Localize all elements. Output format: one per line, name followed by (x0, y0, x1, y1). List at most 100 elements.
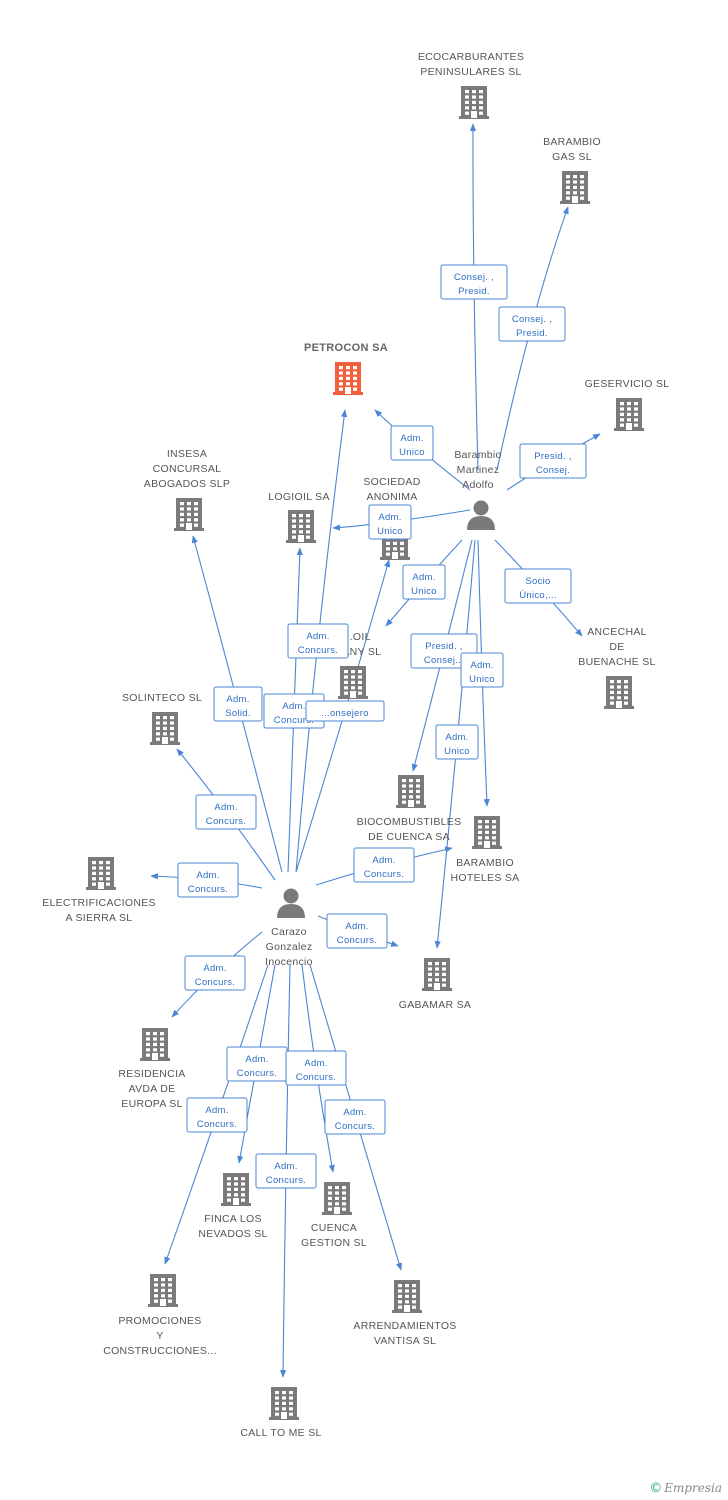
edge-label-box (285, 1050, 347, 1086)
node-label-line: SOLINTECO SL (122, 692, 202, 704)
edge-label[interactable]: Adm.Concurs. (184, 955, 246, 991)
edge-label-text: Concurs. (274, 715, 314, 726)
edge-label-text: Unico (399, 447, 425, 458)
person-icon (277, 888, 305, 918)
building-icon (148, 1274, 178, 1307)
edge-label[interactable]: Adm.Unico (390, 425, 434, 461)
company-node-geservicio[interactable]: GESERVICIO SL (585, 378, 670, 431)
nodes-layer: ECOCARBURANTES PENINSULARES SL BARAMBIO GAS… (42, 51, 669, 1439)
edge-label[interactable]: Adm.Concurs. (186, 1097, 248, 1133)
node-label-line: ...OIL (343, 631, 370, 643)
edge-label-box (287, 623, 349, 659)
edge-label[interactable]: Presid. ,Consej. (519, 443, 587, 479)
node-label-line: BARAMBIO (543, 136, 601, 148)
edge-label[interactable]: ...onsejero (305, 700, 385, 722)
edge-label[interactable]: Adm.Concurs. (195, 794, 257, 830)
edge-label-box (195, 794, 257, 830)
edge-label[interactable]: Adm.Concurs. (326, 913, 388, 949)
building-icon (333, 362, 363, 395)
node-label-line: SOCIEDAD (363, 476, 420, 488)
building-icon (392, 1280, 422, 1313)
node-label-line: GABAMAR SA (399, 999, 471, 1011)
edge-label[interactable]: Adm.Concurs. (255, 1153, 317, 1189)
building-icon (396, 775, 426, 808)
edge-label-box (402, 564, 446, 600)
edge-label[interactable]: Consej. ,Presid. (440, 264, 508, 300)
node-label-line: Inocencio (265, 956, 313, 968)
edge-label-box (435, 724, 479, 760)
building-icon (221, 1173, 251, 1206)
edge-label-text: Adm. (378, 512, 401, 523)
node-label-line: ANONIMA (366, 491, 417, 503)
edge-label-text: Adm. (214, 802, 237, 813)
edge-label[interactable]: SocioÚnico,... (504, 568, 572, 604)
edge-label[interactable]: Adm.Solid. (213, 686, 263, 722)
building-icon (338, 666, 368, 699)
company-node-petrocon[interactable]: PETROCON SA (304, 342, 388, 395)
node-label-line: CONSTRUCCIONES... (103, 1345, 217, 1357)
edge-label-text: Adm. (274, 1161, 297, 1172)
company-node-gabamar[interactable]: GABAMAR SA (399, 958, 471, 1011)
edge-label-text: Adm. (470, 660, 493, 671)
company-node-solinteco[interactable]: SOLINTECO SL (122, 692, 202, 745)
node-label-line: CONCURSAL (153, 463, 222, 475)
edge-label-box (390, 425, 434, 461)
building-icon (604, 676, 634, 709)
edge-label[interactable]: Adm.Unico (368, 504, 412, 540)
edge-label-text: Adm. (445, 732, 468, 743)
node-label-line: GAS SL (552, 151, 592, 163)
node-label-line: RESIDENCIA (118, 1068, 185, 1080)
edge-label-box (498, 306, 566, 342)
node-label-line: PENINSULARES SL (420, 66, 521, 78)
node-label-line: GESTION SL (301, 1237, 367, 1249)
company-node-logioil[interactable]: LOGIOIL SA (268, 491, 330, 543)
building-icon (614, 398, 644, 431)
edge-label-text: Presid. (458, 286, 490, 297)
edge-label[interactable]: Adm.Concurs. (287, 623, 349, 659)
edge-label-box (186, 1097, 248, 1133)
edge-label-text: Presid. (516, 328, 548, 339)
edge-label-text: Concurs. (188, 884, 228, 895)
node-label-line: FINCA LOS (204, 1213, 262, 1225)
company-node-ecocarburantes[interactable]: ECOCARBURANTES PENINSULARES SL (418, 51, 524, 119)
edge-label[interactable]: Adm.Concurs. (285, 1050, 347, 1086)
edge-label[interactable]: Adm.Concurs. (226, 1046, 288, 1082)
edge-label[interactable]: Consej. ,Presid. (498, 306, 566, 342)
edge-label-text: Único,... (519, 590, 557, 601)
company-node-barambio-gas[interactable]: BARAMBIO GAS SL (543, 136, 601, 204)
copyright-icon: © (649, 1481, 663, 1496)
edge-label[interactable]: Adm.Concurs. (177, 862, 239, 898)
node-label-line: ECOCARBURANTES (418, 51, 524, 63)
edge-label[interactable]: Adm.Unico (435, 724, 479, 760)
node-label-line: EUROPA SL (121, 1098, 182, 1110)
edge-label-text: Presid. , (425, 641, 463, 652)
node-label-line: INSESA (167, 448, 207, 460)
company-node-promociones[interactable]: PROMOCIONESYCONSTRUCCIONES... (103, 1274, 217, 1357)
edge-label-text: Solid. (225, 708, 251, 719)
node-label-line: Barambio (454, 449, 501, 461)
edge-label-box (324, 1099, 386, 1135)
edge-label[interactable]: Adm.Unico (460, 652, 504, 688)
node-label-line: Adolfo (462, 479, 494, 491)
edge-label[interactable]: Adm.Unico (402, 564, 446, 600)
edge-label[interactable]: Adm.Concurs. (324, 1099, 386, 1135)
building-icon (459, 86, 489, 119)
edge-label-text: Adm. (343, 1107, 366, 1118)
edge-label-box (519, 443, 587, 479)
edge-label[interactable]: Adm.Concurs. (353, 847, 415, 883)
brand-footer[interactable]: ©Empresia (649, 1481, 722, 1496)
company-node-call-to-me[interactable]: CALL TO ME SL (240, 1387, 321, 1439)
node-label-line: PETROCON SA (304, 342, 388, 354)
